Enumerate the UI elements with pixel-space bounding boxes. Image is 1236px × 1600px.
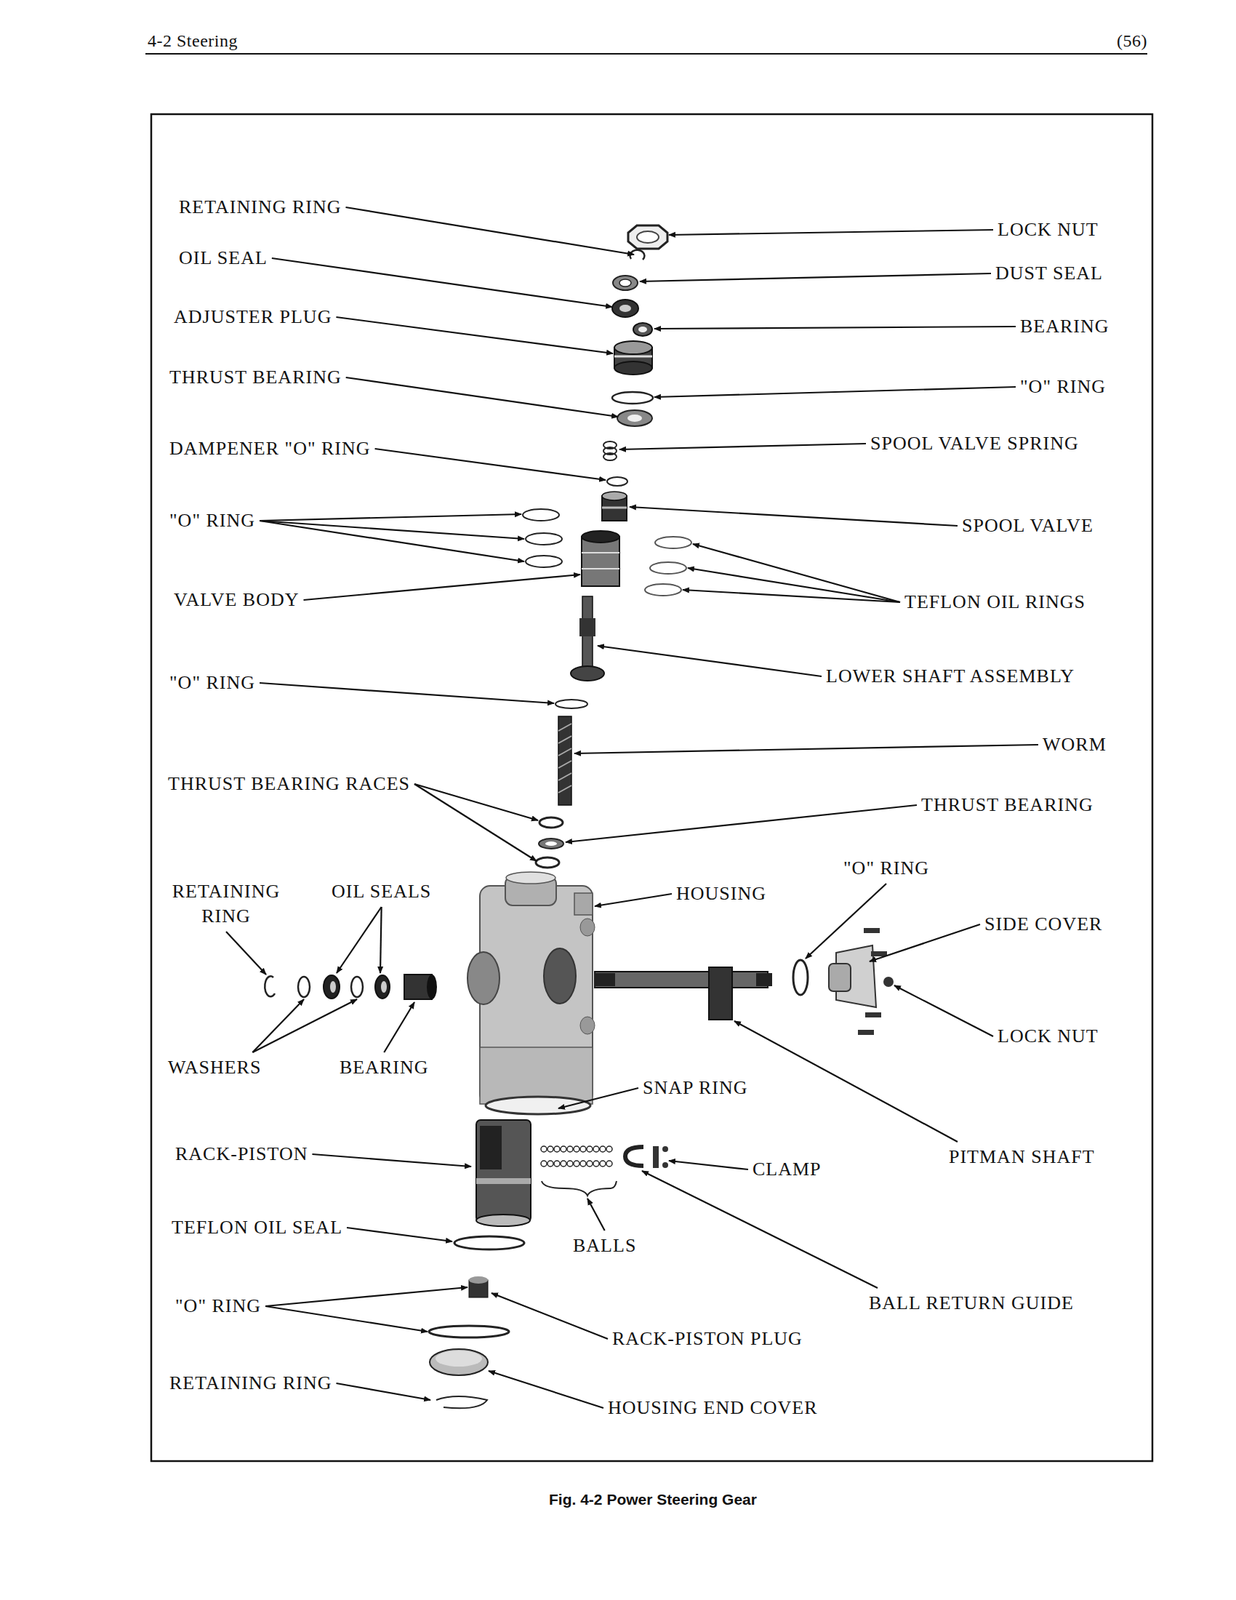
- leader-line: [383, 1001, 415, 1053]
- leader-line: [335, 316, 613, 354]
- part-label: RETAINING RING: [157, 879, 296, 929]
- leader-line: [565, 804, 917, 842]
- leader-line: [805, 883, 887, 959]
- part-label: "O" RING: [169, 670, 256, 696]
- part-label: "O" RING: [169, 508, 256, 533]
- leader-line: [346, 1227, 453, 1242]
- leader-line: [336, 1382, 432, 1400]
- leader-line: [265, 1305, 428, 1332]
- leader-line: [558, 1087, 639, 1109]
- part-label: DUST SEAL: [995, 261, 1103, 286]
- part-label: TEFLON OIL RINGS: [904, 589, 1086, 615]
- part-label: BEARING: [339, 1054, 429, 1080]
- part-label: CLAMP: [752, 1156, 822, 1182]
- part-label: THRUST BEARING RACES: [167, 771, 411, 797]
- leader-line: [488, 1370, 604, 1408]
- leader-line: [259, 682, 555, 704]
- leader-line: [682, 589, 901, 603]
- part-label: HOUSING: [676, 881, 767, 906]
- part-label: "O" RING: [1020, 374, 1106, 400]
- leader-line: [639, 273, 991, 282]
- part-label: OIL SEAL: [178, 245, 268, 271]
- part-label: "O" RING: [175, 1293, 262, 1319]
- part-label: SPOOL VALVE: [961, 513, 1094, 539]
- part-label: BEARING: [1020, 314, 1110, 339]
- part-label: DAMPENER "O" RING: [169, 436, 371, 461]
- part-label: RACK-PISTON PLUG: [612, 1326, 803, 1351]
- leader-line: [687, 567, 901, 603]
- leader-line: [252, 998, 357, 1053]
- leader-line: [259, 520, 525, 539]
- leader-line: [346, 207, 635, 255]
- leader-line: [654, 386, 1016, 397]
- leader-line: [252, 998, 304, 1053]
- part-label: SPOOL VALVE SPRING: [870, 431, 1079, 456]
- part-label: LOWER SHAFT ASSEMBLY: [825, 663, 1075, 689]
- part-label: VALVE BODY: [173, 587, 300, 613]
- part-label: WASHERS: [167, 1054, 262, 1080]
- part-label: RETAINING RING: [178, 194, 342, 220]
- leader-line: [734, 1020, 958, 1142]
- part-label: TEFLON OIL SEAL: [171, 1214, 343, 1240]
- part-label: HOUSING END COVER: [607, 1395, 818, 1420]
- leader-line: [271, 258, 613, 307]
- leader-line: [336, 906, 382, 973]
- part-label: OIL SEALS: [331, 879, 432, 904]
- leader-line: [894, 985, 994, 1037]
- leader-line: [594, 893, 672, 906]
- leader-line: [226, 931, 267, 975]
- part-label: LOCK NUT: [997, 217, 1099, 243]
- leader-line: [311, 1153, 472, 1167]
- part-label: BALL RETURN GUIDE: [868, 1290, 1074, 1316]
- part-label: THRUST BEARING: [921, 792, 1094, 818]
- part-label: ADJUSTER PLUG: [173, 304, 332, 330]
- part-label: PITMAN SHAFT: [948, 1144, 1095, 1170]
- leader-line: [654, 326, 1016, 329]
- leader-line: [668, 1160, 749, 1170]
- leader-line: [375, 448, 606, 480]
- leader-line: [303, 574, 581, 600]
- part-label: SNAP RING: [642, 1075, 749, 1101]
- part-label: "O" RING: [843, 855, 930, 881]
- leader-line: [259, 514, 522, 521]
- leader-line: [346, 377, 618, 417]
- part-label: BALLS: [572, 1233, 637, 1258]
- leader-line: [668, 229, 994, 235]
- page-header: 4-2 Steering: [147, 28, 238, 54]
- page-number: (56): [1116, 28, 1148, 54]
- leader-line: [265, 1286, 468, 1306]
- leader-line: [491, 1292, 608, 1339]
- part-label: THRUST BEARING: [169, 364, 342, 390]
- leader-line: [587, 1198, 605, 1231]
- part-label: LOCK NUT: [997, 1023, 1099, 1049]
- figure-caption: Fig. 4-2 Power Steering Gear: [548, 1486, 757, 1512]
- leader-line: [641, 1170, 878, 1288]
- leader-line: [869, 924, 981, 962]
- part-label: RETAINING RING: [169, 1370, 333, 1396]
- part-label: WORM: [1042, 732, 1107, 757]
- leader-line: [414, 783, 539, 821]
- part-label: SIDE COVER: [984, 911, 1103, 937]
- leader-line: [259, 520, 525, 562]
- leader-line: [380, 906, 382, 973]
- part-label: RACK-PISTON: [175, 1141, 308, 1167]
- leader-line: [629, 506, 958, 526]
- leader-line: [574, 744, 1039, 754]
- leader-line: [414, 783, 537, 861]
- leader-line: [597, 645, 822, 677]
- leader-line: [619, 443, 866, 450]
